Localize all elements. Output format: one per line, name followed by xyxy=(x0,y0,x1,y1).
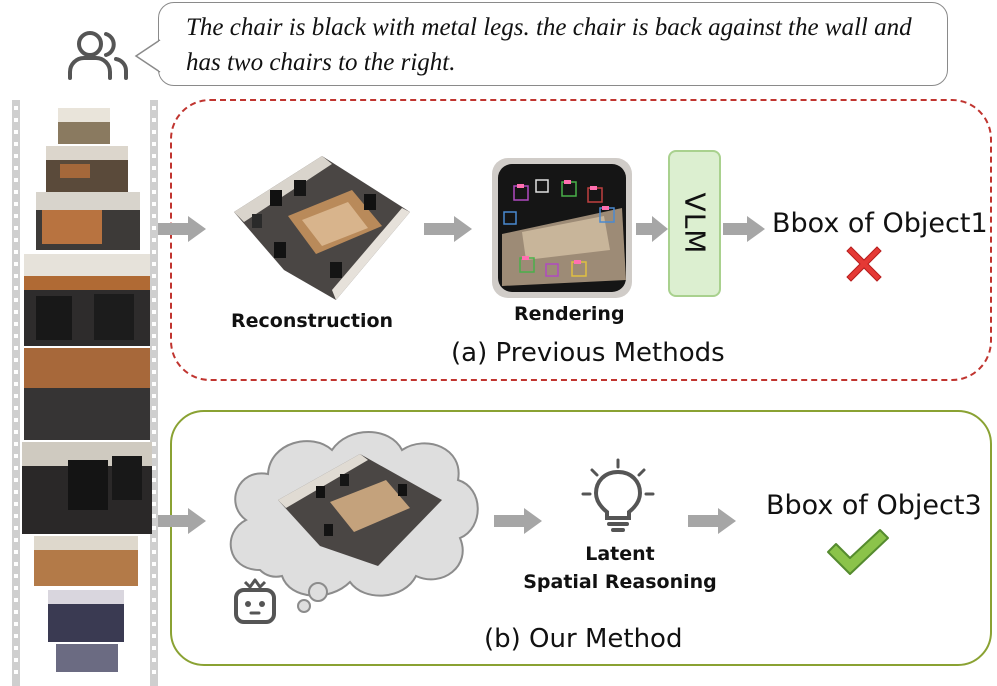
previous-methods-panel xyxy=(170,99,992,381)
lightbulb-icon xyxy=(581,458,655,532)
reconstruction-label: Reconstruction xyxy=(231,310,394,332)
arrow-to-rendering xyxy=(424,216,472,242)
input-video-frames xyxy=(12,100,158,686)
our-method-panel xyxy=(170,410,992,666)
vlm-label: VLM xyxy=(678,192,712,255)
result-ours: Bbox of Object3 xyxy=(766,490,982,521)
reasoning-label: Latent Spatial Reasoning xyxy=(508,540,732,596)
result-prev: Bbox of Object1 xyxy=(772,208,988,239)
arrow-to-thought-cloud xyxy=(158,508,206,534)
check-icon xyxy=(827,529,889,575)
arrow-to-result-prev xyxy=(723,216,765,242)
reconstruction-pointcloud xyxy=(234,156,410,300)
arrow-to-result-ours xyxy=(688,508,736,534)
previous-methods-caption: (a) Previous Methods xyxy=(451,338,725,368)
robot-icon xyxy=(234,578,276,624)
query-bubble xyxy=(158,2,948,86)
rendering-image xyxy=(492,158,632,298)
reasoning-line-1: Latent xyxy=(585,543,655,565)
thought-cloud xyxy=(229,431,479,613)
reasoning-line-2: Spatial Reasoning xyxy=(523,571,717,593)
vlm-label-wrap: VLM xyxy=(668,150,721,297)
cross-icon xyxy=(846,246,882,282)
bubble-tail xyxy=(134,39,162,73)
vlm-block xyxy=(668,150,721,297)
arrow-to-vlm xyxy=(636,216,668,242)
query-text: The chair is black with metal legs. the … xyxy=(186,14,912,76)
arrow-to-reasoning xyxy=(494,508,542,534)
our-method-caption: (b) Our Method xyxy=(484,624,683,654)
users-icon xyxy=(68,31,129,80)
arrow-to-reconstruction xyxy=(158,216,206,242)
rendering-label: Rendering xyxy=(514,303,625,325)
